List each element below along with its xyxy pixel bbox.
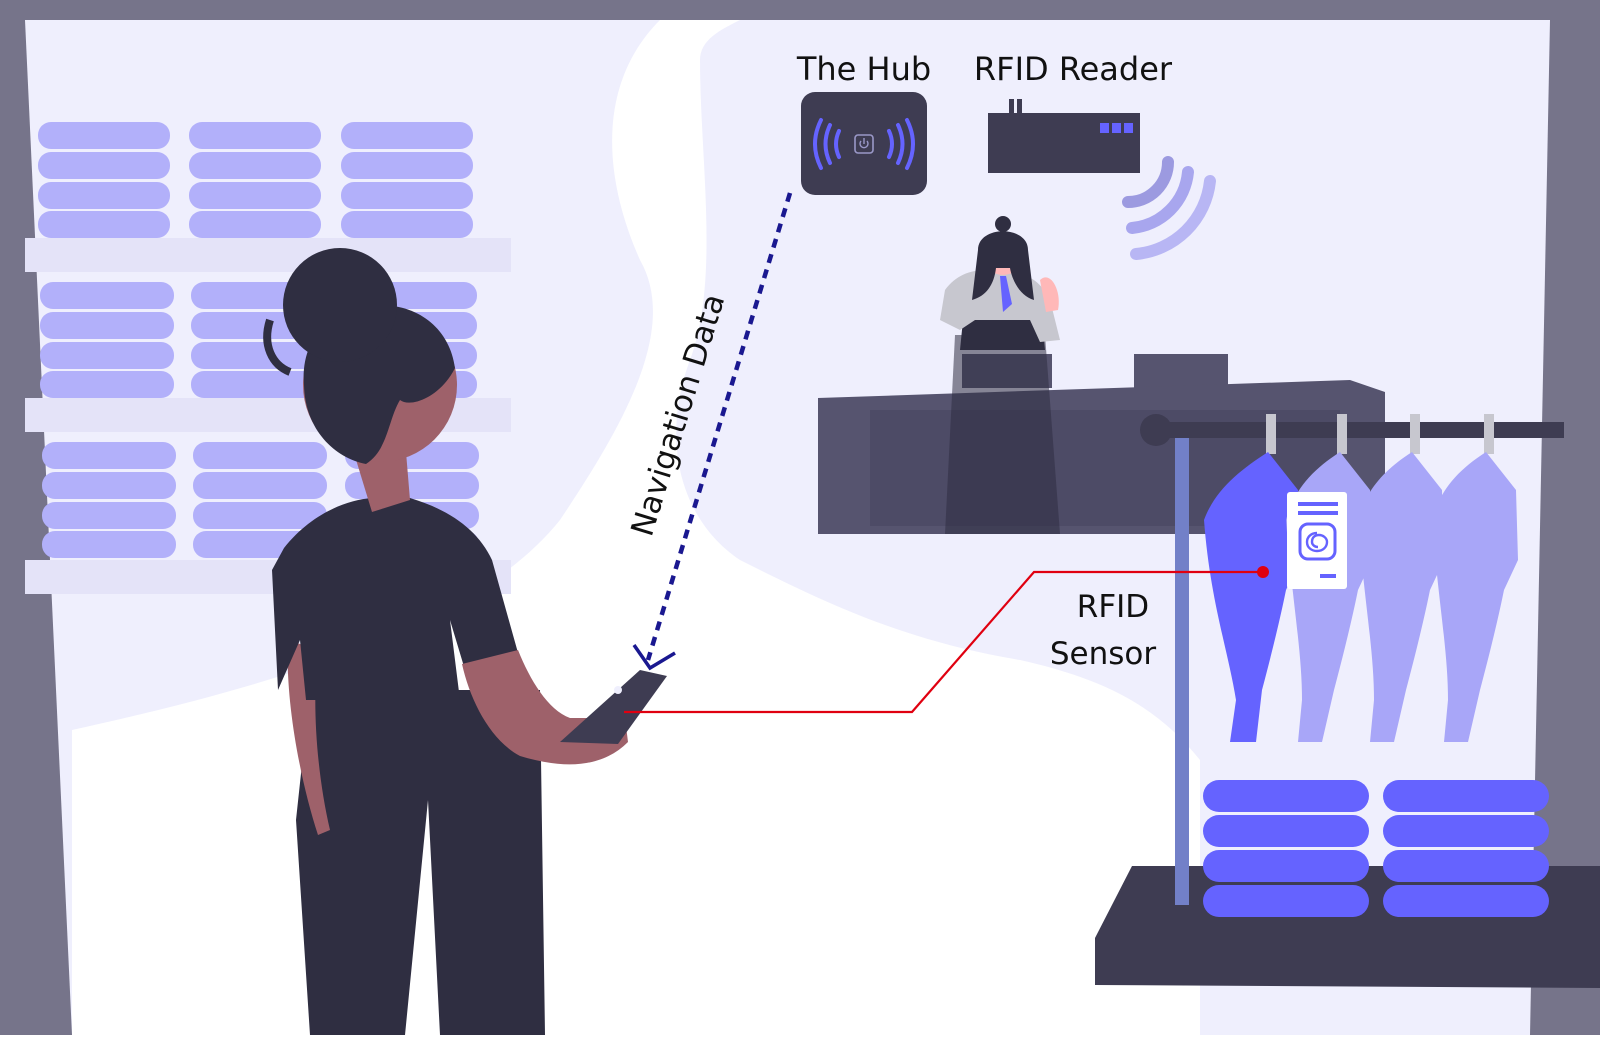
sensor-label-line1: RFID [1077,589,1149,625]
power-icon [859,138,869,149]
rfid-tag-icon [1287,492,1347,589]
rack-folded-stack [1383,780,1549,917]
customer-person [263,248,628,1035]
clothes-stack [189,122,321,238]
sensor-label-line2: Sensor [1050,636,1157,672]
hub-device-icon [801,92,927,195]
clothing-rack [1095,414,1600,988]
clothes-stack [341,122,473,238]
clothes-stack [193,442,327,558]
rack-folded-stack [1203,780,1369,917]
cashier-person [940,216,1060,534]
smartphone-icon [560,670,667,744]
navigation-data-arrow [632,192,793,671]
hanging-shirt-tagged [1204,452,1300,742]
hangers [1266,414,1494,454]
rfid-sensor-dot [1257,566,1269,578]
hub-label: The Hub [796,50,931,88]
clothes-stack [38,122,170,238]
rfid-sensor-line [624,566,1269,714]
reader-label: RFID Reader [974,50,1173,88]
clothes-stack [40,282,174,398]
rfid-reader-icon [988,99,1140,173]
clothes-stack [42,442,176,558]
hanging-shirt [1432,452,1518,742]
hanging-shirt [1358,452,1444,742]
wireless-signal-icon [1122,156,1216,260]
hub-signal-waves [813,118,915,170]
